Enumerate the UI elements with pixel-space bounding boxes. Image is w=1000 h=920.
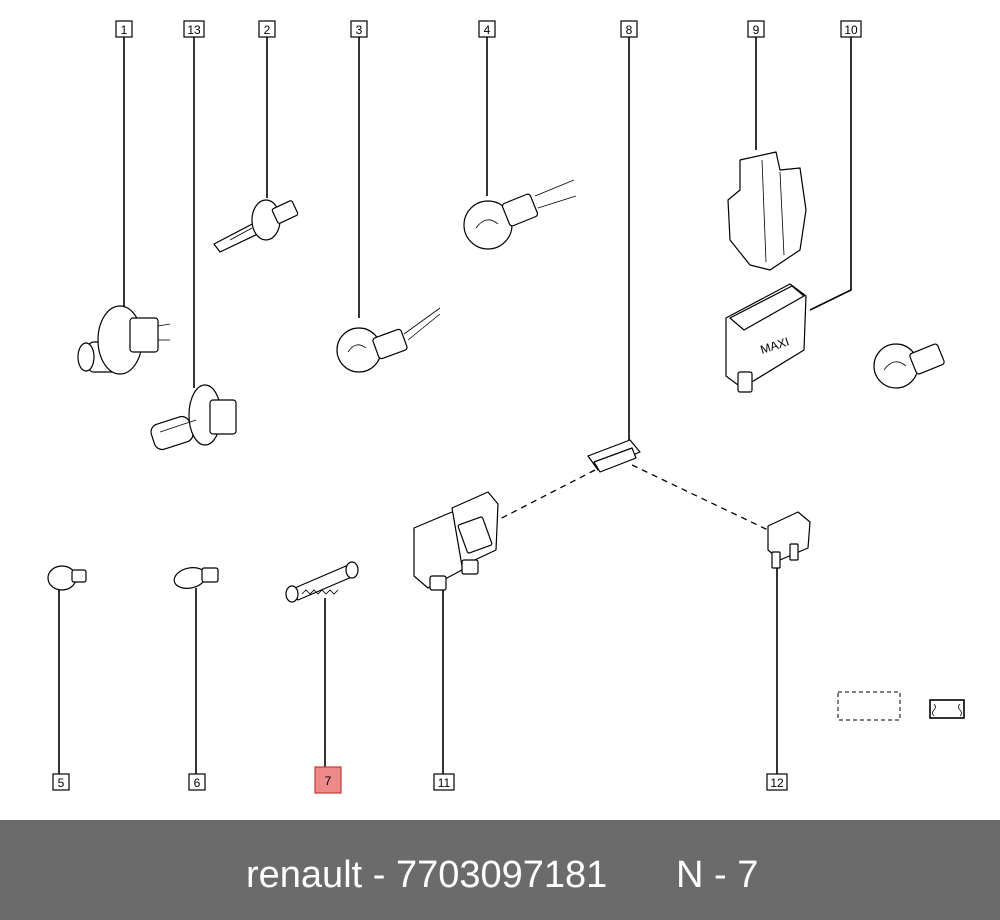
part-13-h7-bulb xyxy=(150,384,237,451)
svg-text:13: 13 xyxy=(187,23,201,37)
part-8-fuse-puller xyxy=(587,439,641,473)
part-11-blade-fuses xyxy=(413,491,499,591)
legend-solid-box xyxy=(929,699,965,719)
part-5-wedge-bulb xyxy=(47,565,87,591)
callout-7-highlighted: 7 xyxy=(314,766,342,794)
svg-text:1: 1 xyxy=(121,23,128,37)
brand-part-number: renault - 7703097181 xyxy=(246,854,608,896)
part-4-twin-bulb xyxy=(463,179,577,250)
callout-11: 11 xyxy=(433,773,455,791)
svg-text:2: 2 xyxy=(264,23,271,37)
part-7-festoon-bulb xyxy=(285,561,359,603)
svg-text:6: 6 xyxy=(194,776,201,790)
parts-diagram: MAXI xyxy=(47,20,965,794)
callout-3: 3 xyxy=(350,20,368,38)
svg-text:9: 9 xyxy=(753,23,760,37)
legend-symbols xyxy=(837,691,965,721)
svg-text:12: 12 xyxy=(770,776,784,790)
callouts: 1 13 2 3 4 8 9 10 xyxy=(52,20,862,794)
svg-text:8: 8 xyxy=(626,23,633,37)
part-1-headlamp-bulb xyxy=(77,305,171,375)
callout-1: 1 xyxy=(115,20,133,38)
svg-text:10: 10 xyxy=(844,23,858,37)
svg-text:5: 5 xyxy=(58,776,65,790)
callout-5: 5 xyxy=(52,773,70,791)
callout-2: 2 xyxy=(258,20,276,38)
callout-4: 4 xyxy=(478,20,496,38)
callout-8: 8 xyxy=(620,20,638,38)
part-10-bulb xyxy=(873,343,945,389)
callout-6: 6 xyxy=(188,773,206,791)
part-9-fuse-holder xyxy=(727,151,807,271)
svg-text:7: 7 xyxy=(325,774,332,788)
svg-text:11: 11 xyxy=(438,776,451,790)
diagram-reference: N - 7 xyxy=(676,854,759,896)
part-3-bayonet-bulb xyxy=(336,307,441,373)
svg-text:4: 4 xyxy=(484,23,491,37)
callout-13: 13 xyxy=(183,20,205,38)
callout-12: 12 xyxy=(766,773,788,791)
callout-9: 9 xyxy=(747,20,765,38)
legend-dashed-box xyxy=(837,691,901,721)
part-2-flange-bulb xyxy=(213,199,299,253)
callout-10: 10 xyxy=(840,20,862,38)
leader-lines xyxy=(58,37,852,774)
connection-dashes xyxy=(493,464,769,531)
footer-bar: renault - 7703097181 N - 7 xyxy=(0,820,1000,920)
part-6-wedge-bulb xyxy=(173,567,219,589)
svg-text:3: 3 xyxy=(356,23,363,37)
part-12-mini-fuse xyxy=(767,511,811,569)
part-10-maxi-fuse: MAXI xyxy=(725,283,807,393)
